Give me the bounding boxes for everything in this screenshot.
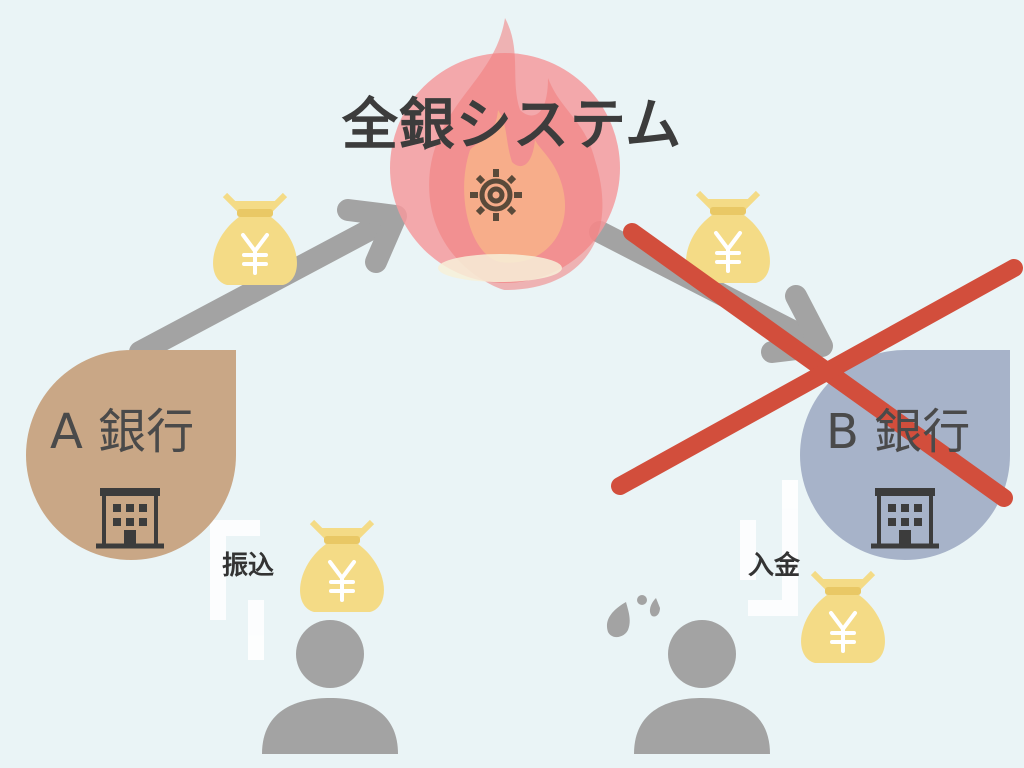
person-icon [262, 620, 398, 754]
bank-b-label: B 銀行 [826, 392, 970, 462]
money-bag-icon [801, 573, 885, 663]
system-title: 全銀システム [0, 80, 1024, 161]
person-icon [634, 620, 770, 754]
bank-a-label: A 銀行 [50, 392, 194, 462]
money-bag-icon [213, 195, 297, 285]
money-bag-icon [300, 522, 384, 612]
sweat-icon [607, 595, 660, 637]
deposit-label: 入金 [748, 545, 800, 582]
transfer-label: 振込 [222, 545, 274, 582]
